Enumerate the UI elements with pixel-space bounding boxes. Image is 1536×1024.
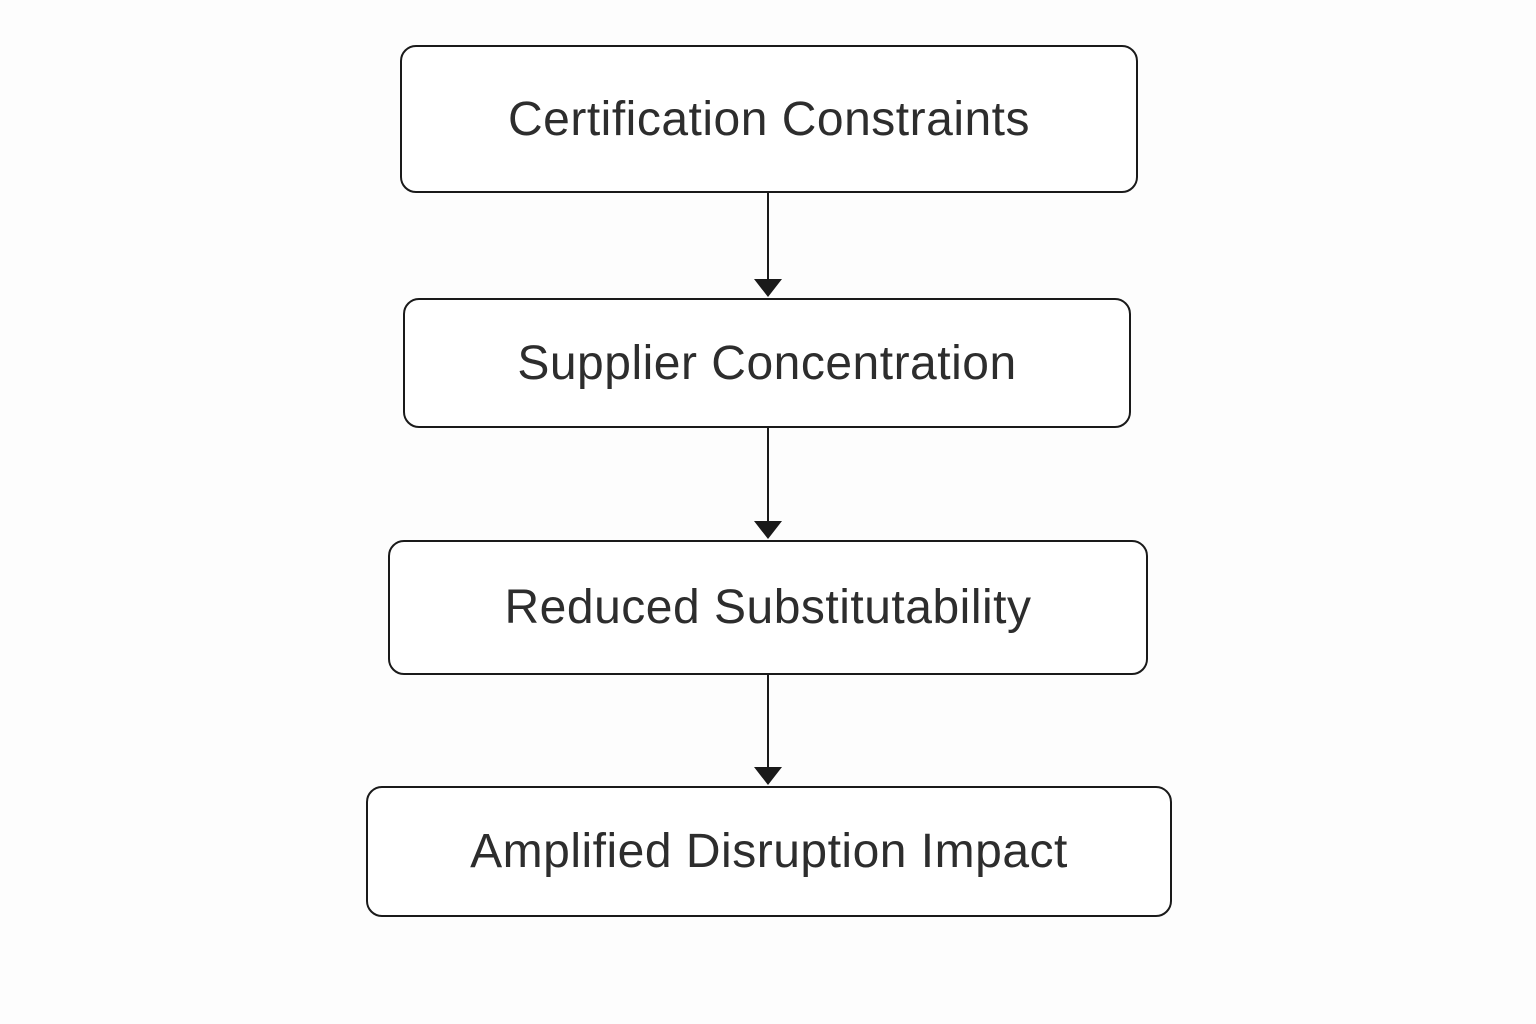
node-label: Certification Constraints — [507, 92, 1031, 146]
arrowhead-down-icon — [754, 279, 782, 297]
node-label: Reduced Substitutability — [504, 581, 1032, 634]
arrow-shaft — [767, 193, 769, 279]
node-reduced-substitutability: Reduced Substitutability — [388, 540, 1148, 675]
node-supplier-concentration: Supplier Concentration — [403, 298, 1131, 428]
node-certification-constraints: Certification Constraints — [400, 45, 1138, 193]
node-label: Supplier Concentration — [517, 336, 1017, 390]
arrowhead-down-icon — [754, 521, 782, 539]
arrow-reduced-to-amplified — [754, 675, 782, 785]
arrowhead-down-icon — [754, 767, 782, 785]
arrow-supplier-to-reduced — [754, 428, 782, 539]
node-amplified-disruption-impact: Amplified Disruption Impact — [366, 786, 1172, 917]
arrow-shaft — [767, 428, 769, 521]
arrow-certification-to-supplier — [754, 193, 782, 297]
arrow-shaft — [767, 675, 769, 767]
node-label: Amplified Disruption Impact — [470, 825, 1068, 878]
